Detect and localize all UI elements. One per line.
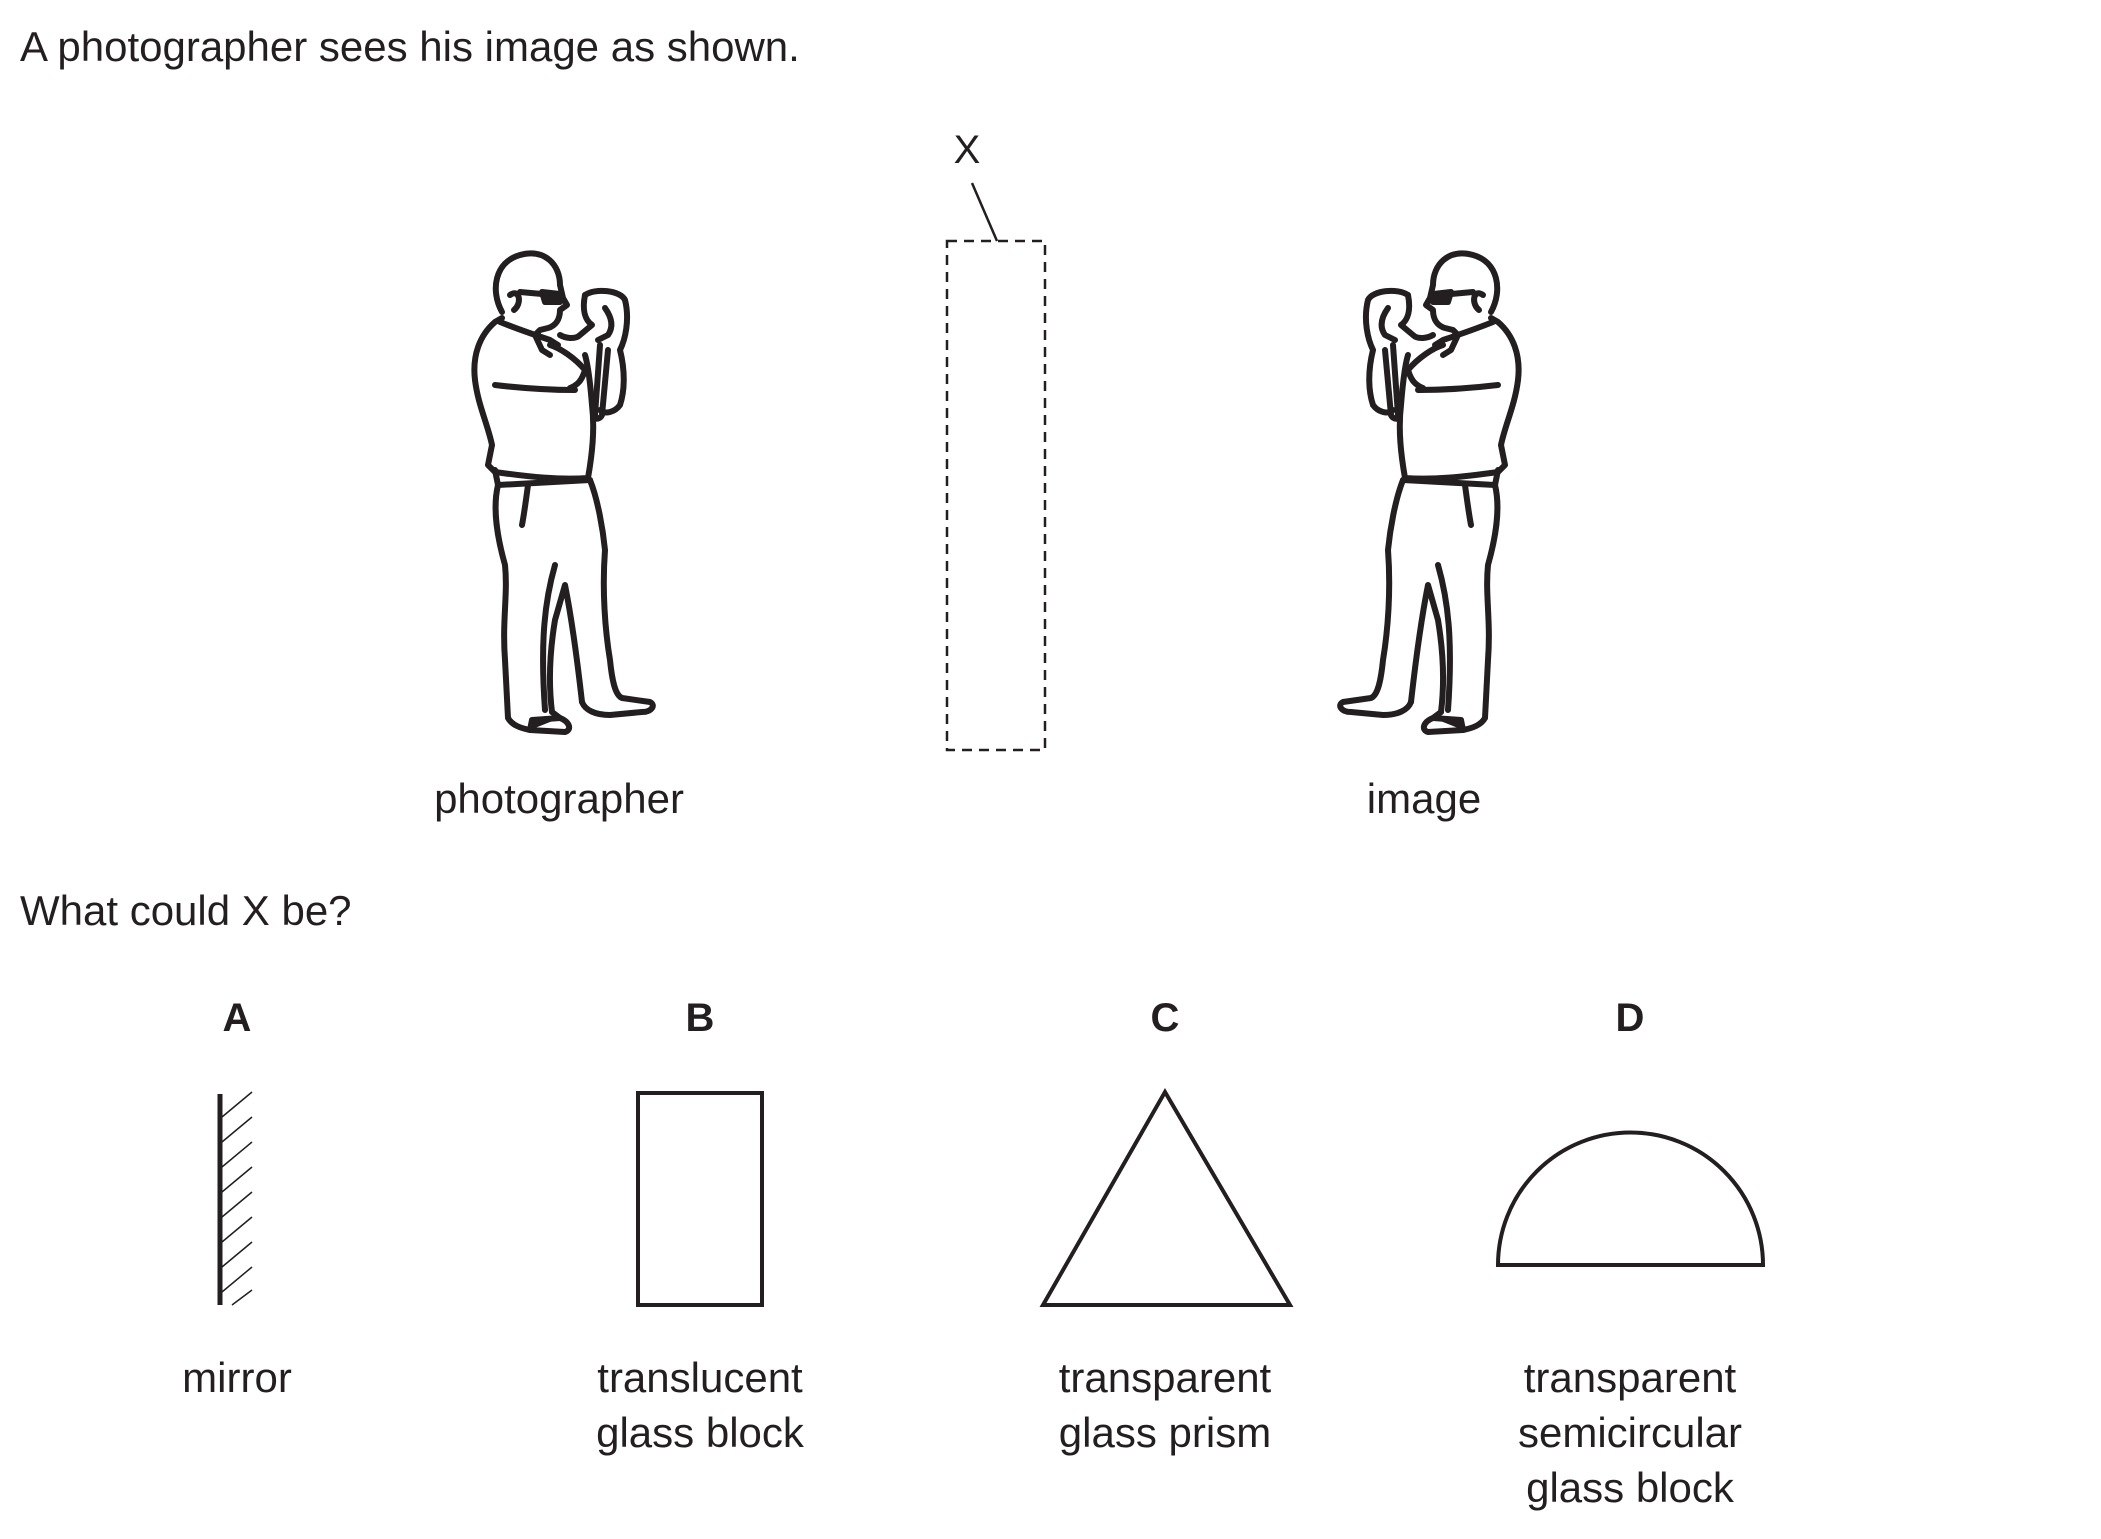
object-x-leader: [970, 182, 999, 242]
glass-block-shape: [636, 1091, 764, 1307]
option-d-letter[interactable]: D: [1615, 996, 1645, 1040]
option-a-line: mirror: [182, 1354, 292, 1401]
option-d-label: transparent semicircular glass block: [1518, 1350, 1742, 1515]
option-a-label: mirror: [182, 1350, 292, 1405]
photographer-label: photographer: [434, 775, 684, 822]
option-b-letter[interactable]: B: [685, 996, 715, 1040]
option-a-letter[interactable]: A: [222, 996, 252, 1040]
mirror-shape: [217, 1091, 253, 1306]
option-c-label: transparent glass prism: [1059, 1350, 1271, 1460]
image-label: image: [1366, 775, 1482, 822]
question-prompt: What could X be?: [20, 887, 352, 934]
object-x-box: [945, 239, 1047, 752]
option-c-letter[interactable]: C: [1150, 996, 1180, 1040]
option-b-label: translucent glass block: [596, 1350, 804, 1460]
option-b-line: glass block: [596, 1409, 804, 1456]
object-x-label: X: [953, 128, 981, 172]
intro-text: A photographer sees his image as shown.: [20, 23, 800, 70]
image-figure: [1340, 253, 1518, 732]
semicircular-block-shape: [1495, 1130, 1766, 1267]
option-d-line: glass block: [1526, 1464, 1734, 1511]
photographer-figure: [474, 253, 652, 732]
option-c-line: glass prism: [1058, 1409, 1272, 1456]
option-d-line: transparent: [1523, 1354, 1737, 1401]
option-d-line: semicircular: [1517, 1409, 1743, 1456]
prism-shape: [1039, 1088, 1294, 1307]
option-c-line: transparent: [1058, 1354, 1272, 1401]
option-b-line: translucent: [597, 1354, 803, 1401]
